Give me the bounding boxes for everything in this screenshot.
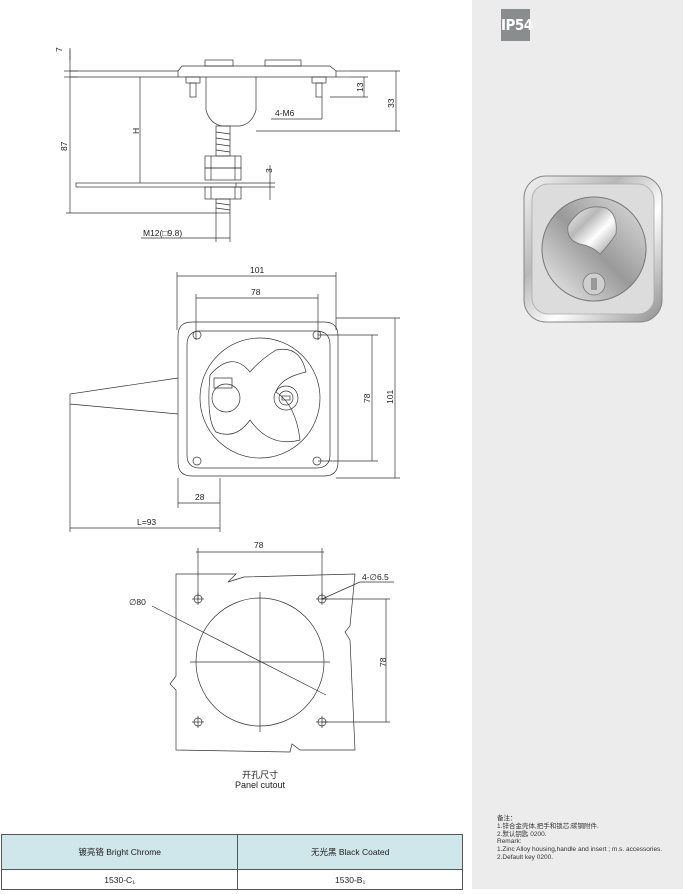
dim-front-hole-x: 78 <box>251 287 261 297</box>
remarks-block: 备注： 1.锌合金壳体,把手和锁芯;碳钢附件. 2.默认钥匙 0200. Rem… <box>497 815 677 862</box>
dim-handle-length: L=93 <box>137 517 156 527</box>
remark-heading-cn: 备注： <box>497 815 517 822</box>
cutout-caption-cn: 开孔尺寸 <box>241 770 278 780</box>
remark-line2-cn: 2.默认钥匙 0200. <box>497 830 547 838</box>
dim-body-height: 33 <box>386 98 396 108</box>
remark-heading-en: Remark: <box>497 838 522 846</box>
remark-line1-cn: 1.锌合金壳体,把手和锁芯;碳钢附件. <box>497 822 599 830</box>
dim-plate-thickness: 3 <box>264 168 274 173</box>
info-panel <box>472 0 683 889</box>
variants-table: 镀亮铬 Bright Chrome 无光黑 Black Coated 1530-… <box>0 834 463 890</box>
dim-thread: M12(□9.8) <box>143 228 182 238</box>
dim-front-height: 101 <box>385 390 395 404</box>
dim-height-var: H <box>131 128 141 134</box>
dim-total-height: 87 <box>59 141 69 151</box>
cutout-caption-en: Panel cutout <box>234 780 286 790</box>
dim-stud: 4-M6 <box>275 108 295 118</box>
dim-front-offset: 28 <box>195 492 205 502</box>
product-photo <box>523 175 663 323</box>
dim-front-hole-y: 78 <box>362 393 372 403</box>
technical-drawing: 7 13 33 4-M6 H 87 3 M12(□9.8) 101 78 78 … <box>54 47 400 753</box>
variant-code-black: 1530-B₁ <box>237 869 463 890</box>
dim-front-width: 101 <box>250 265 264 275</box>
remark-line1-en: 1.Zinc Alloy housing,handle and insert ;… <box>497 846 663 854</box>
dim-cutout-hole-y: 78 <box>378 657 388 667</box>
variant-code-chrome: 1530-C₁ <box>0 869 239 890</box>
dim-nut-height: 13 <box>355 82 365 92</box>
drawing-panel: 7 13 33 4-M6 H 87 3 M12(□9.8) 101 78 78 … <box>0 47 463 890</box>
dim-cutout-holes: 4-∅6.5 <box>362 572 389 582</box>
dim-cutout-diameter: ∅80 <box>129 597 146 607</box>
variant-header-black: 无光黑 Black Coated <box>237 834 463 870</box>
dim-cutout-hole-x: 78 <box>254 540 264 550</box>
ip-rating-badge: IP54 <box>501 9 533 41</box>
remark-line2-en: 2.Default key 0200. <box>497 853 554 861</box>
variant-header-chrome: 镀亮铬 Bright Chrome <box>0 834 239 870</box>
dim-top-thickness: 7 <box>54 47 64 52</box>
